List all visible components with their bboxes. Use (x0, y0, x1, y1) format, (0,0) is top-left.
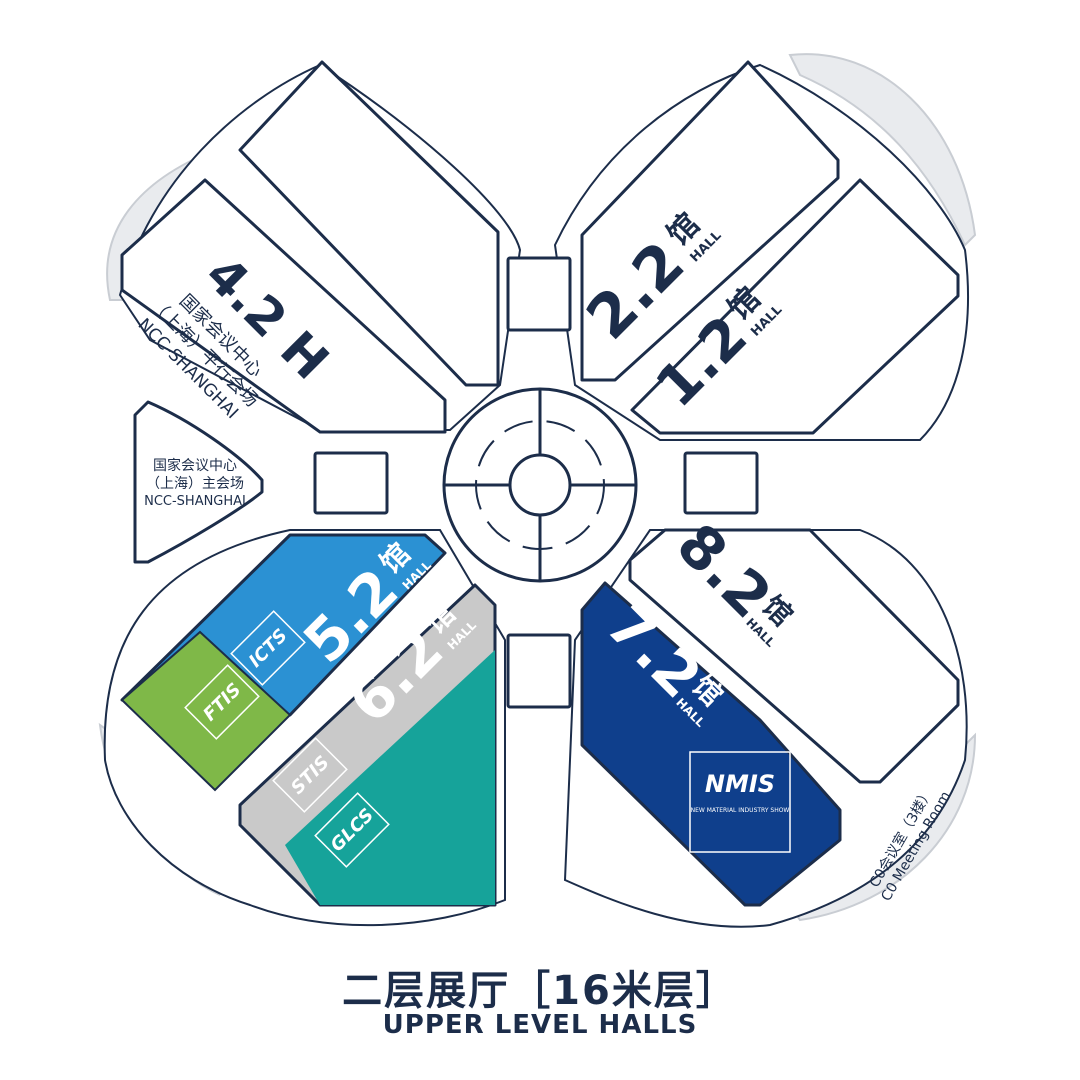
logo-nmis: NMIS NEW MATERIAL INDUSTRY SHOW (689, 751, 791, 853)
ncc-main-label: 国家会议中心 （上海）主会场 NCC-SHANGHAI (144, 457, 246, 509)
hall-7-2 (580, 581, 842, 907)
connector-top (506, 256, 572, 332)
connector-right (683, 451, 759, 515)
hall-4-2 (120, 178, 447, 434)
ncc-main-venue (133, 400, 264, 564)
caption-en: UPPER LEVEL HALLS (382, 1010, 698, 1040)
logo-nmis-subtext: NEW MATERIAL INDUSTRY SHOW (691, 807, 790, 814)
wing-top-right (788, 53, 977, 247)
ncc-main-line1: 国家会议中心 (153, 457, 237, 474)
hall-4-2-upper (238, 60, 500, 387)
caption-cn: 二层展厅［16米层］ (342, 968, 738, 1014)
logo-nmis-text: NMIS (705, 770, 775, 798)
connector-bottom (506, 633, 572, 709)
zone-ftis (120, 630, 292, 792)
hall-1-2 (630, 178, 960, 435)
connector-left (313, 451, 389, 515)
ncc-main-line2: （上海）主会场 (146, 476, 244, 492)
zone-glcs (285, 650, 495, 905)
central-rotunda (442, 387, 638, 583)
ncc-main-line3: NCC-SHANGHAI (144, 494, 246, 509)
hall-2-2 (580, 60, 840, 382)
hall-8-2 (628, 528, 960, 784)
